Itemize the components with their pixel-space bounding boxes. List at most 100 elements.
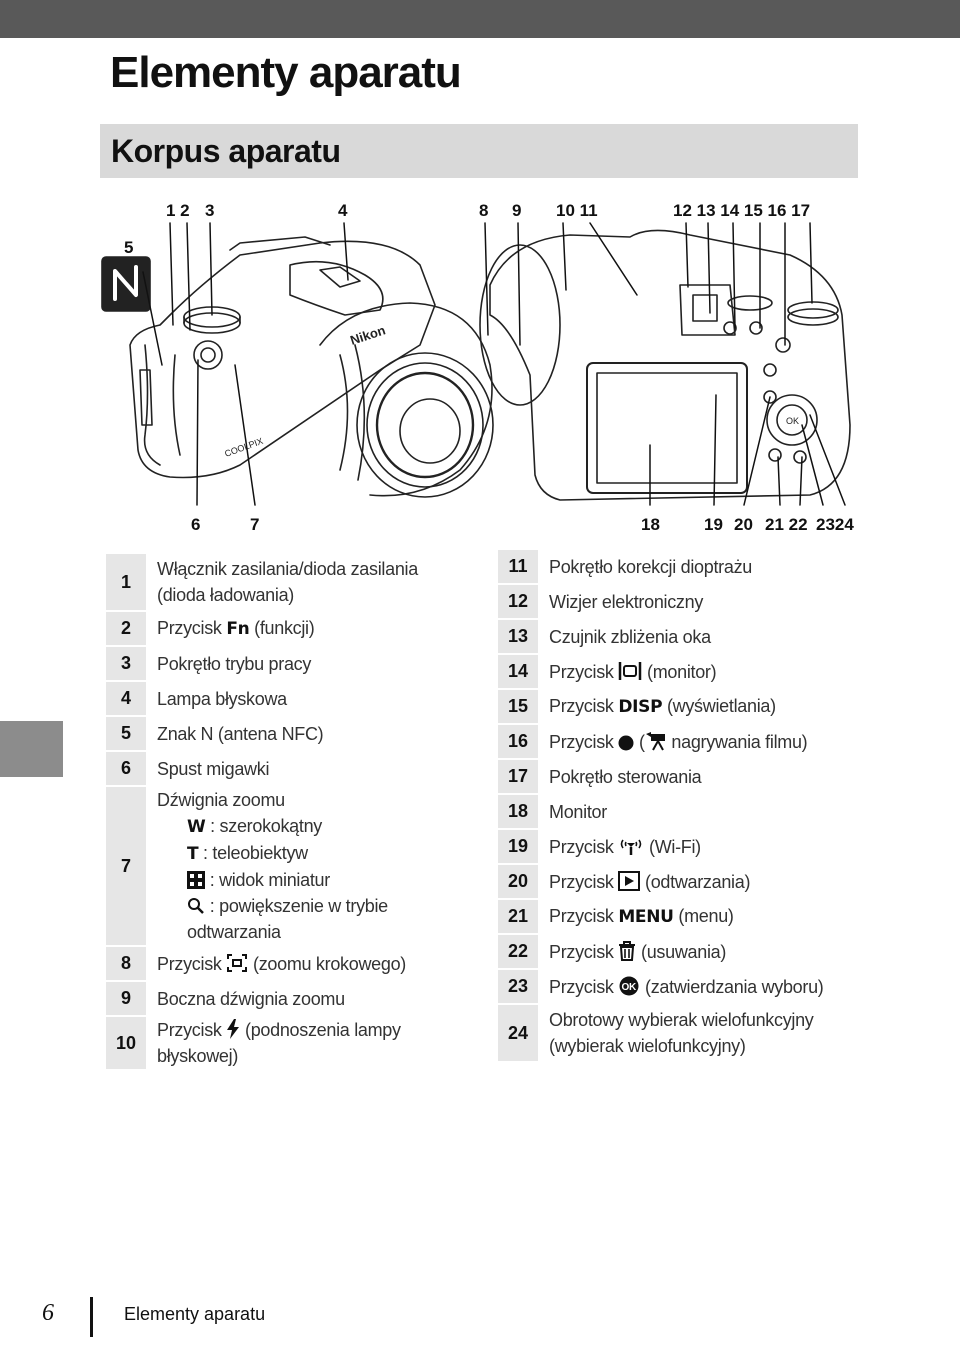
item-text: (funkcji) bbox=[254, 618, 315, 638]
wide-symbol: W bbox=[187, 817, 206, 837]
item-description: Obrotowy wybierak wielofunkcyjny (wybier… bbox=[538, 1005, 838, 1061]
page-title: Elementy aparatu bbox=[110, 48, 462, 97]
section-title: Korpus aparatu bbox=[111, 133, 341, 169]
item-number: 16 bbox=[498, 725, 538, 758]
footer-divider bbox=[90, 1297, 93, 1337]
callout-label: 18 bbox=[641, 515, 660, 534]
chapter-tab bbox=[0, 721, 63, 777]
trash-icon bbox=[619, 940, 636, 961]
item-number: 4 bbox=[106, 682, 146, 715]
item-description: Przycisk (usuwania) bbox=[538, 935, 838, 968]
callout-label: 10 11 bbox=[556, 201, 598, 220]
table-row: 11 Pokrętło korekcji dioptrażu bbox=[498, 550, 838, 583]
item-text: odtwarzania bbox=[187, 922, 281, 942]
item-text: (dioda ładowania) bbox=[157, 585, 294, 605]
item-text: : powiększenie w trybie bbox=[209, 896, 388, 916]
item-text: ( bbox=[639, 731, 645, 752]
item-text: : teleobiektyw bbox=[203, 843, 308, 863]
monitor-icon bbox=[619, 661, 642, 680]
table-row: 7 Dźwignia zoomu W : szerokokątny T : te… bbox=[106, 787, 482, 945]
item-description: Wizjer elektroniczny bbox=[549, 591, 704, 612]
lens bbox=[319, 302, 494, 498]
svg-text:OK: OK bbox=[622, 982, 637, 993]
item-description: Przycisk MENU (menu) bbox=[538, 900, 838, 933]
item-number: 23 bbox=[498, 970, 538, 1003]
record-icon bbox=[618, 735, 634, 750]
item-description: Lampa błyskowa bbox=[157, 688, 287, 709]
callout-label: 12 13 14 15 16 17 bbox=[673, 201, 811, 220]
camera-front: Nikon COOLPIX bbox=[129, 236, 436, 479]
callout-label: 20 bbox=[734, 515, 753, 534]
item-text: Włącznik zasilania/dioda zasilania bbox=[157, 559, 418, 579]
item-text: (podnoszenia lampy błyskowej) bbox=[157, 1020, 401, 1066]
item-description: Boczna dźwignia zoomu bbox=[157, 988, 345, 1009]
ok-icon: OK bbox=[619, 976, 639, 995]
tele-symbol: T bbox=[187, 844, 199, 864]
item-description: Pokrętło korekcji dioptrażu bbox=[549, 556, 752, 577]
zoom-sub-item: W : szerokokątny bbox=[157, 813, 482, 840]
table-row: 9 Boczna dźwignia zoomu bbox=[106, 982, 482, 1015]
item-text: Przycisk bbox=[549, 941, 614, 962]
callout-label: 9 bbox=[512, 201, 522, 220]
item-number: 6 bbox=[106, 752, 146, 785]
item-number: 21 bbox=[498, 900, 538, 933]
table-row: 15 Przycisk DISP (wyświetlania) bbox=[498, 690, 838, 723]
item-number: 8 bbox=[106, 947, 146, 980]
item-text: (usuwania) bbox=[641, 941, 727, 962]
callout-label: 5 bbox=[124, 238, 134, 257]
item-text: Przycisk bbox=[157, 618, 222, 638]
item-text: (zatwierdzania wyboru) bbox=[645, 976, 824, 997]
table-row: 22 Przycisk (usuwania) bbox=[498, 935, 838, 968]
item-text: Przycisk bbox=[549, 661, 614, 682]
callout-label: 8 bbox=[479, 201, 489, 220]
zoom-sub-item: T : teleobiektyw bbox=[157, 840, 482, 867]
callout-label: 6 bbox=[191, 515, 201, 534]
page-number: 6 bbox=[42, 1300, 54, 1326]
playback-icon bbox=[618, 870, 641, 891]
top-bar bbox=[0, 0, 960, 38]
table-row: 16 Przycisk ( nagrywania filmu) bbox=[498, 725, 838, 758]
table-row: 1 Włącznik zasilania/dioda zasilania (di… bbox=[106, 554, 482, 610]
item-text: Przycisk bbox=[549, 836, 614, 857]
item-description: Czujnik zbliżenia oka bbox=[549, 626, 711, 647]
item-number: 22 bbox=[498, 935, 538, 968]
item-number: 17 bbox=[498, 760, 538, 793]
callout-label: 3 bbox=[205, 201, 215, 220]
item-text: (menu) bbox=[678, 906, 734, 926]
parts-table-left: 1 Włącznik zasilania/dioda zasilania (di… bbox=[106, 552, 482, 1071]
callout-label: 4 bbox=[338, 201, 348, 220]
wifi-icon bbox=[621, 839, 642, 855]
item-text: (wyświetlania) bbox=[666, 696, 776, 716]
item-number: 7 bbox=[106, 787, 146, 945]
item-number: 15 bbox=[498, 690, 538, 723]
item-description: Przycisk (zoomu krokowego) bbox=[146, 947, 482, 980]
camera-figure: Nikon COOLPIX bbox=[90, 195, 870, 540]
item-number: 5 bbox=[106, 717, 146, 750]
item-text: Przycisk bbox=[157, 953, 222, 974]
item-number: 19 bbox=[498, 830, 538, 863]
leader-lines bbox=[142, 222, 846, 506]
item-description: Przycisk OK (zatwierdzania wyboru) bbox=[538, 970, 838, 1003]
item-text: nagrywania filmu) bbox=[671, 731, 808, 752]
table-row: 18 Monitor bbox=[498, 795, 838, 828]
svg-text:OK: OK bbox=[786, 416, 799, 426]
item-number: 11 bbox=[498, 550, 538, 583]
item-number: 2 bbox=[106, 612, 146, 645]
item-text: : widok miniatur bbox=[209, 870, 331, 890]
brand-logo: Nikon bbox=[348, 322, 387, 347]
item-description: Przycisk (Wi-Fi) bbox=[538, 830, 838, 863]
item-number: 3 bbox=[106, 647, 146, 680]
thumbnails-icon bbox=[187, 871, 205, 889]
item-description: Monitor bbox=[549, 801, 607, 822]
table-row: 14 Przycisk (monitor) bbox=[498, 655, 838, 688]
table-row: 5 Znak N (antena NFC) bbox=[106, 717, 482, 750]
item-description: Przycisk (odtwarzania) bbox=[538, 865, 838, 898]
item-description: Pokrętło trybu pracy bbox=[157, 653, 312, 674]
menu-symbol: MENU bbox=[618, 907, 674, 927]
callout-label: 2324 bbox=[816, 515, 854, 534]
snapback-zoom-icon bbox=[227, 953, 248, 972]
camera-illustration: Nikon COOLPIX bbox=[101, 222, 851, 506]
table-row: 21 Przycisk MENU (menu) bbox=[498, 900, 838, 933]
item-text: Przycisk bbox=[549, 696, 614, 716]
item-text: (monitor) bbox=[647, 661, 717, 682]
